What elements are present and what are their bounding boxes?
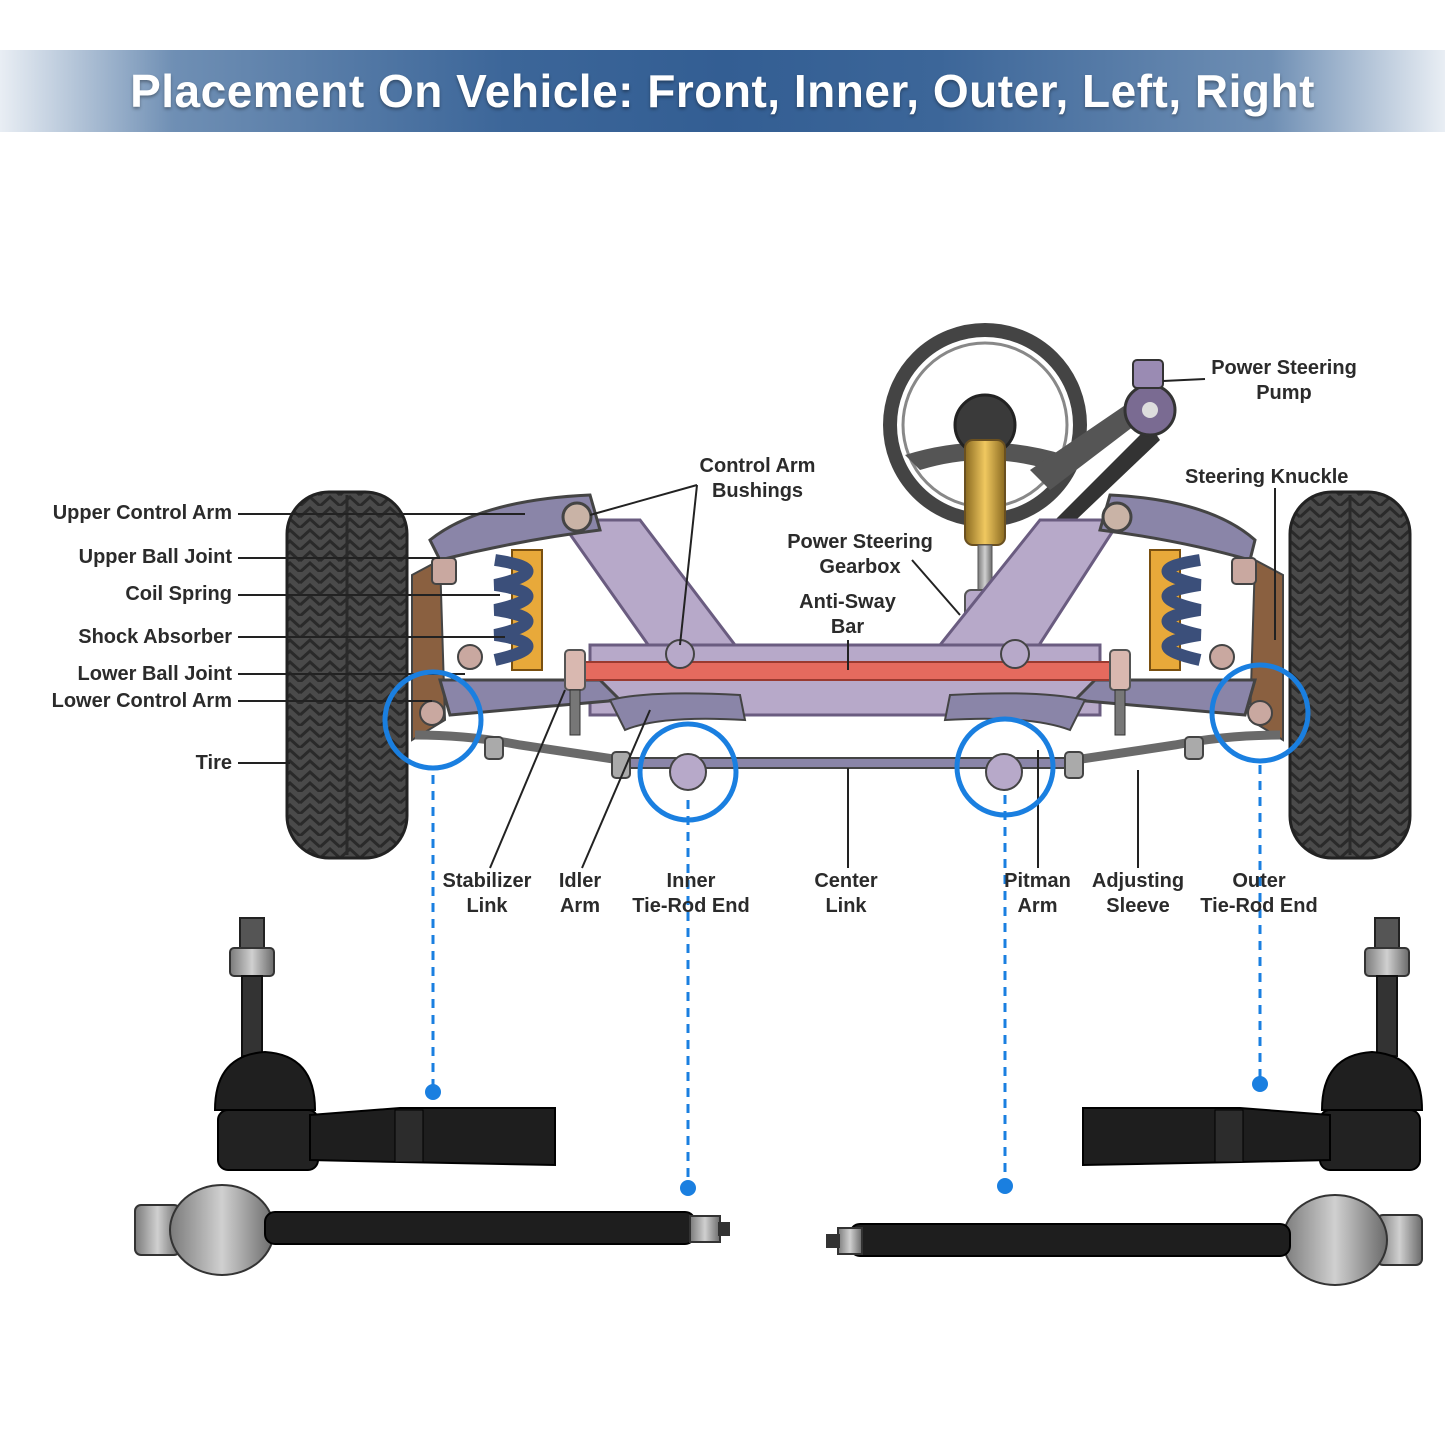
connector-dots [425, 1076, 1268, 1196]
right-stabilizer-link [1114, 689, 1126, 736]
right-outer-tie-rod-end-product [1082, 917, 1424, 1171]
right-outer-highlight [1209, 662, 1311, 764]
label-tire: Tire [195, 752, 232, 774]
banner-title: Placement On Vehicle: Front, Inner, Oute… [130, 65, 1315, 117]
left-coil-spring [493, 549, 543, 671]
right-upper-control-arm [1098, 493, 1257, 562]
label-shock-absorber: Shock Absorber [78, 626, 232, 648]
label-upper-ball-joint: Upper Ball Joint [78, 546, 232, 568]
left-upper-control-arm [428, 493, 602, 562]
right-coil-spring [1149, 549, 1202, 671]
idler-arm [608, 692, 747, 732]
right-inner-tie-rod-product [826, 1194, 1423, 1286]
left-outer-highlight [382, 669, 484, 771]
label-coil-spring: Coil Spring [125, 583, 232, 605]
left-steering-knuckle [411, 558, 447, 742]
label-steering-knuckle: Steering Knuckle [1185, 466, 1349, 488]
left-inner-tie-rod-product [134, 1184, 730, 1276]
label-lower-control-arm: Lower Control Arm [51, 690, 232, 712]
left-stabilizer-link [569, 689, 581, 736]
title-banner: Placement On Vehicle: Front, Inner, Oute… [0, 50, 1445, 132]
power-steering-pump [1030, 359, 1177, 540]
label-lower-ball-joint: Lower Ball Joint [77, 663, 232, 685]
right-lower-control-arm [1071, 678, 1257, 717]
dashed-connectors [431, 765, 1262, 1185]
left-outer-tie-rod-end-product [213, 917, 556, 1171]
steering-column [964, 439, 1006, 546]
right-tire [1288, 490, 1412, 860]
tie-rod-assembly [414, 700, 1281, 791]
pitman-arm [943, 692, 1087, 732]
anti-sway-bar [574, 661, 1116, 681]
label-upper-control-arm: Upper Control Arm [52, 502, 232, 524]
